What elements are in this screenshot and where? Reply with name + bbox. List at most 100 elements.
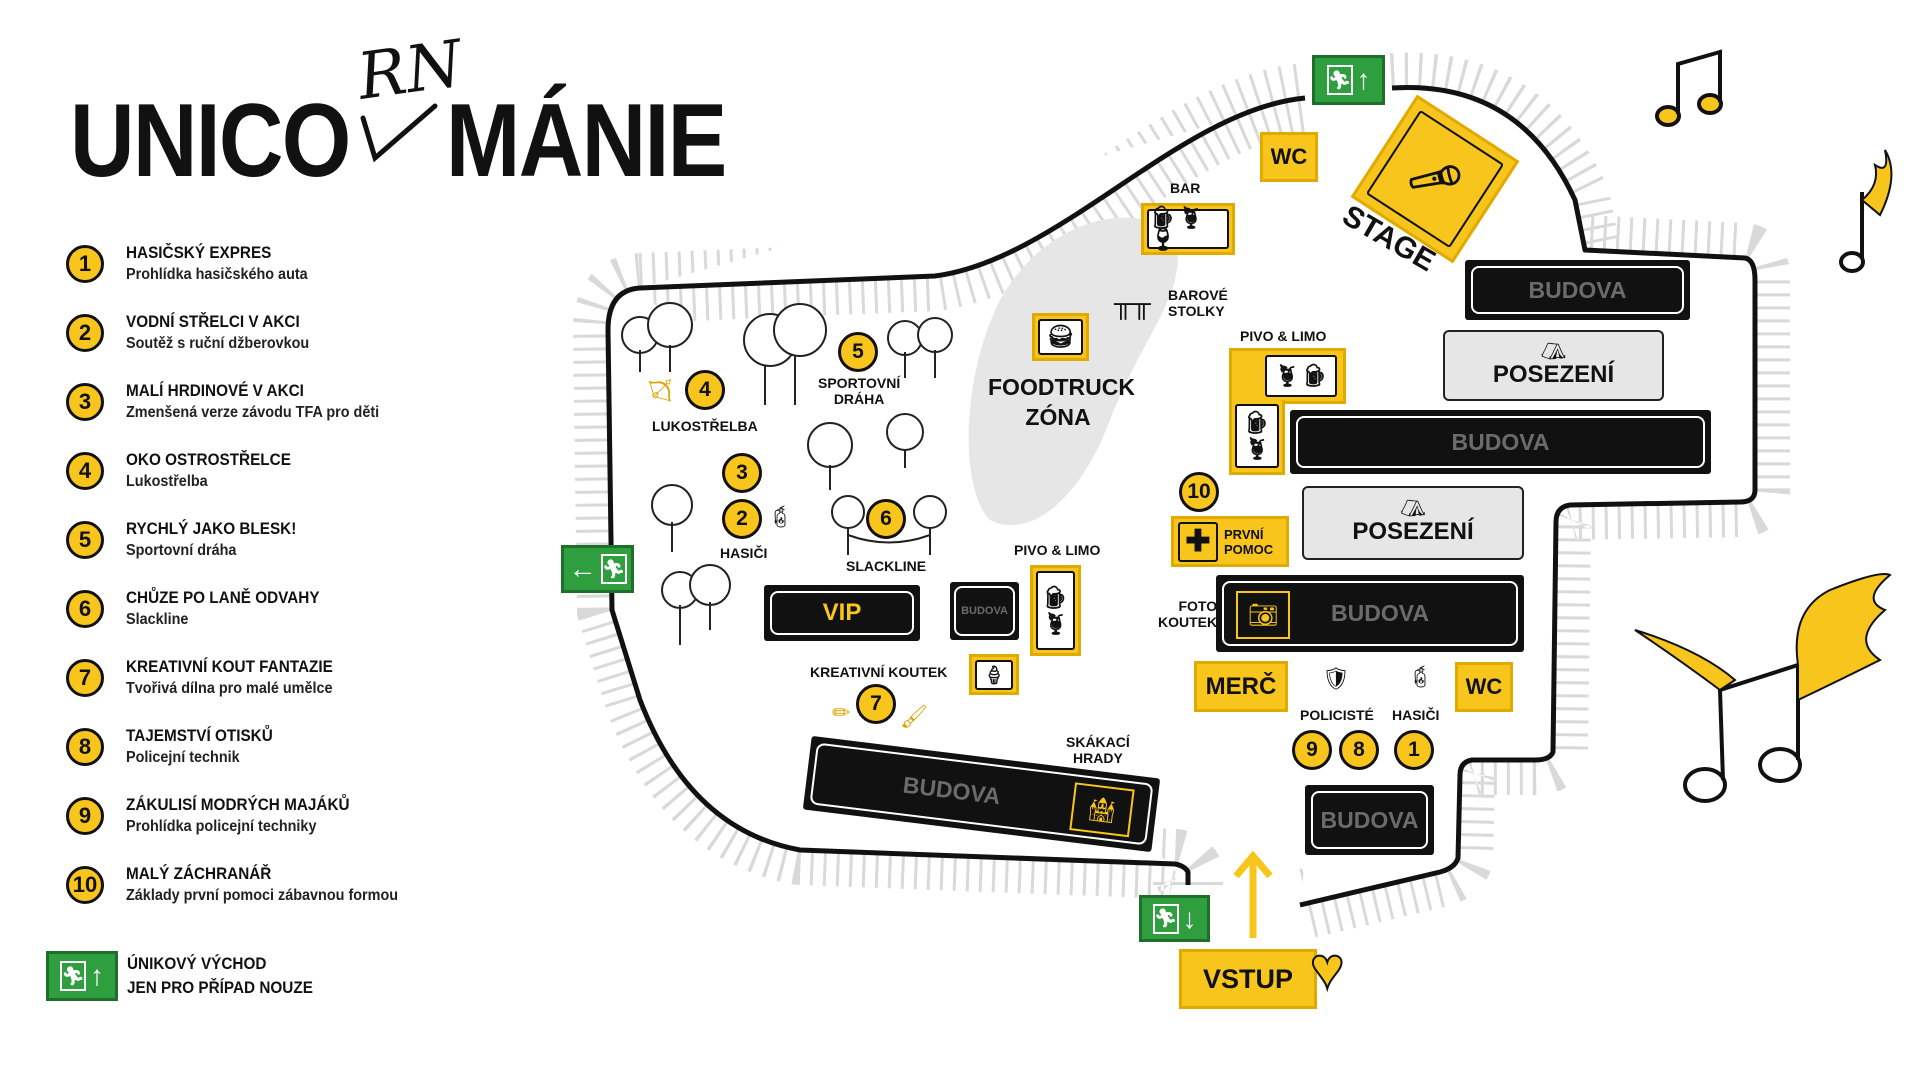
bouncy-castles-line1: SKÁKACÍ <box>1066 734 1130 750</box>
sport-track-line1: SPORTOVNÍ <box>818 375 901 391</box>
emergency-exit-left: ←🏃︎ <box>561 545 634 593</box>
legend-number-badge: 3 <box>66 383 104 421</box>
bar-tables-line2: STOLKY <box>1168 303 1225 319</box>
tree-icon <box>743 303 827 405</box>
legend-item-title: MALÍ HRDINOVÉ V AKCI <box>126 381 304 400</box>
building-label: BUDOVA <box>961 605 1008 617</box>
boundary-line <box>605 85 1758 908</box>
station-5: 5 <box>838 332 878 372</box>
foodtruck-zone-area <box>968 217 1178 526</box>
wc-top: WC <box>1260 132 1318 182</box>
bow-arrow-icon: 🏹︎ <box>646 378 674 403</box>
building-small: BUDOVA <box>950 582 1019 640</box>
building-bottom-right: BUDOVA <box>1305 785 1434 855</box>
building-photo: 📷︎BUDOVA <box>1216 575 1524 652</box>
beer-limo-left-label: PIVO & LIMO <box>1014 542 1101 558</box>
exit-legend-text: ÚNIKOVÝ VÝCHOD JEN PRO PŘÍPAD NOUZE <box>127 952 334 1000</box>
station-7: 7 <box>856 684 896 724</box>
firefighters-left-label: HASIČI <box>720 545 768 561</box>
creative-corner-label: KREATIVNÍ KOUTEK <box>810 664 948 680</box>
legend-number-badge: 9 <box>66 797 104 835</box>
legend-item-title: VODNÍ STŘELCI V AKCI <box>126 312 300 331</box>
tree-icon <box>887 317 953 378</box>
arrow-down-icon: ↓ <box>1182 902 1197 934</box>
bar-tables-icon: ╥╥ <box>1114 288 1151 318</box>
drinks-icon: 🍹︎🍺︎ <box>1265 355 1337 397</box>
legend-item-title: CHŮZE PO LANĚ ODVAHY <box>126 588 320 607</box>
heart-lock-icon: ♥ <box>1309 935 1345 1002</box>
legend-item-subtitle: Prohlídka hasičského auta <box>126 266 308 283</box>
tent-icon: ⛺︎ <box>1540 340 1567 363</box>
legend-item: 2 VODNÍ STŘELCI V AKCI Soutěž s ruční džbe… <box>66 311 330 355</box>
paintbrush-icon: 🖌︎ <box>900 704 928 729</box>
police-label: POLICISTÉ <box>1300 707 1374 723</box>
building-label: BUDOVA <box>1331 600 1429 626</box>
legend-item: 3 MALÍ HRDINOVÉ V AKCI Zmenšená verze závo… <box>66 380 407 424</box>
merch-label: MERČ <box>1205 672 1277 700</box>
entrance-button[interactable]: VSTUP <box>1179 949 1317 1009</box>
bouncy-castle-icon: 🏰︎ <box>1069 782 1135 838</box>
first-aid-line2: POMOC <box>1224 541 1274 557</box>
wc-label: WC <box>1465 674 1503 699</box>
station-2: 2 <box>722 499 762 539</box>
archery-label: LUKOSTŘELBA <box>652 418 758 434</box>
legend-number-badge: 10 <box>66 866 104 904</box>
legend-item-subtitle: Slackline <box>126 611 189 628</box>
tree-icon <box>651 484 693 552</box>
legend-item-subtitle: Policejní technik <box>126 749 240 766</box>
beer-limo-right-box: 🍹︎🍺︎ <box>1229 348 1346 404</box>
foodtruck-box: 🍔︎ <box>1032 313 1089 361</box>
running-man-icon: 🏃︎ <box>1326 65 1353 95</box>
tent-icon: ⛺︎ <box>1400 498 1426 520</box>
legend-item-title: MALÝ ZÁCHRANÁŘ <box>126 864 272 883</box>
first-aid-line1: PRVNÍ <box>1224 526 1264 542</box>
tree-icon <box>886 413 924 468</box>
sport-track-line2: DRÁHA <box>833 391 885 407</box>
arrow-left-icon: ← <box>568 553 597 584</box>
legend-item-subtitle: Soutěž s ruční džberovkou <box>126 335 310 352</box>
emergency-exit-bottom: 🏃︎↓ <box>1139 895 1210 942</box>
legend-item-title: RYCHLÝ JAKO BLESK! <box>126 519 297 538</box>
running-man-icon: 🏃︎ <box>60 961 86 991</box>
legend-item-title: TAJEMSTVÍ OTISKŮ <box>126 726 273 745</box>
foodtruck-line2: ZÓNA <box>1025 404 1091 430</box>
station-1: 1 <box>1394 730 1434 770</box>
exit-legend-line2: JEN PRO PŘÍPAD NOUZE <box>127 978 313 997</box>
building-label: BUDOVA <box>1320 806 1419 833</box>
building-label: BUDOVA <box>1528 276 1627 303</box>
burger-icon: 🍔︎ <box>1038 319 1083 355</box>
station-10: 10 <box>1179 472 1219 512</box>
arrow-up-icon: ↑ <box>1356 64 1371 95</box>
station-3: 3 <box>722 453 762 493</box>
station-8: 8 <box>1339 730 1379 770</box>
building-middle-right: BUDOVA <box>1290 410 1711 474</box>
bar-box: 🍺︎🍹︎🍷︎ <box>1141 203 1235 255</box>
drinks-icon: 🍺︎🍹︎🍷︎ <box>1147 207 1229 251</box>
legend-number-badge: 4 <box>66 452 104 490</box>
legend-item-subtitle: Zmenšená verze závodu TFA pro děti <box>126 404 380 421</box>
entrance-arrow-icon <box>1233 850 1273 938</box>
firefighters-label: HASIČI <box>1392 707 1440 723</box>
legend-item-subtitle: Tvořivá dílna pro malé umělce <box>126 680 333 697</box>
beer-limo-left-box: 🍺︎🍹︎ <box>1030 565 1081 656</box>
entrance-label: VSTUP <box>1202 963 1294 994</box>
exit-legend-sign: 🏃︎↑ <box>46 951 118 1001</box>
photo-booth-line2: KOUTEK <box>1158 614 1218 630</box>
music-notes-icon <box>1655 49 1723 127</box>
seating-label: POSEZENÍ <box>1352 518 1474 545</box>
ice-cream-box: 🍦︎ <box>969 654 1019 695</box>
legend-number-badge: 2 <box>66 314 104 352</box>
police-badge-icon: 🛡︎ <box>1322 666 1350 691</box>
drinks-icon: 🍺︎🍹︎ <box>1235 404 1279 468</box>
vip-area: VIP <box>764 585 920 641</box>
legend-item-subtitle: Prohlídka policejní techniky <box>126 818 317 835</box>
checkmark-icon <box>360 103 438 163</box>
title-left: UNICO <box>70 83 351 199</box>
